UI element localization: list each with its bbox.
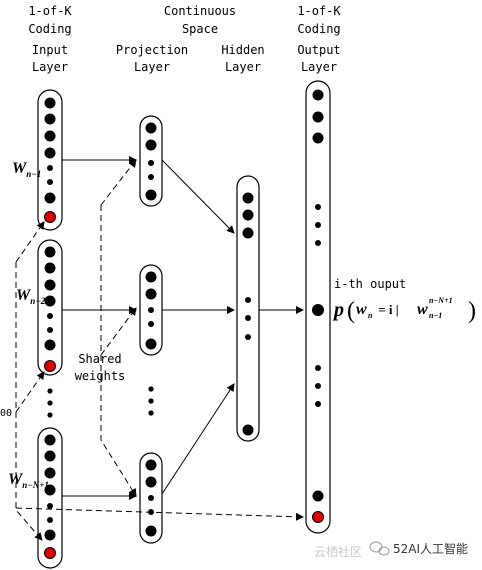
projection-header-line1: Projection — [116, 43, 188, 57]
badge-text: 52AI人工智能 — [393, 541, 468, 556]
hidden-header-line1: Hidden — [221, 43, 264, 57]
shared-weight-path-middle — [100, 307, 137, 356]
w-label-2-main: W — [16, 287, 32, 304]
input-header-line1: 1-of-K — [28, 4, 72, 18]
input-group-3-units — [44, 434, 56, 541]
shared-weights-label: Shared weights — [75, 352, 126, 383]
output-header-line1: 1-of-K — [297, 4, 341, 18]
connection-projection3-hidden — [161, 383, 235, 495]
projection-group-1-units — [145, 122, 157, 201]
shared-weights-line1: Shared — [78, 352, 121, 366]
shared-weight-path-main — [100, 205, 137, 497]
shared-weight-dashed-paths — [15, 159, 304, 541]
output-header-line3: Output — [297, 43, 340, 57]
connection-projection1-hidden — [161, 159, 235, 234]
wechat-icon — [369, 541, 390, 556]
projection-group-2-units — [145, 271, 157, 350]
projection-layer-header: Projection Layer — [116, 43, 188, 74]
hidden-layer-capsule — [236, 175, 260, 442]
shared-weights-line2: weights — [75, 369, 126, 383]
input-ellipsis — [47, 388, 53, 418]
output-header-line2: Coding — [297, 22, 340, 36]
watermark-text: 云栖社区 — [314, 544, 362, 559]
ith-output-label: i-th ouput — [334, 277, 406, 291]
input-group-1-units — [44, 97, 56, 204]
input-dashed-path-upper — [15, 221, 45, 263]
w-label-1: Wn−1 — [12, 160, 41, 179]
w-label-2-sub: n−2 — [30, 296, 45, 306]
formula-open-paren: ( — [347, 298, 355, 324]
input-group-2-highlight-unit — [44, 360, 56, 372]
projection-group-3-units — [145, 459, 157, 537]
hidden-layer-units — [242, 192, 254, 436]
formula-w-sub: n — [368, 311, 373, 320]
input-layer-header: 1-of-K Coding Input Layer — [28, 4, 72, 74]
input-header-line2: Coding — [28, 22, 71, 36]
input-group-3 — [37, 427, 63, 569]
input-header-line3: Input — [32, 43, 68, 57]
formula-w-context: w — [417, 301, 428, 318]
shared-weight-path-top — [100, 159, 137, 206]
output-layer-units — [312, 89, 324, 502]
layer-capsules — [37, 80, 331, 569]
output-layer-header: 1-of-K Coding Output Layer — [297, 4, 341, 74]
input-header-line4: Layer — [32, 60, 68, 74]
output-highlight-unit — [312, 511, 324, 523]
output-layer-capsule — [305, 80, 331, 534]
formula-subscript: n−1 — [429, 311, 442, 320]
w-label-3-main: W — [8, 471, 24, 488]
projection-header-line2: Layer — [134, 60, 170, 74]
input-group-2 — [37, 239, 63, 376]
left-edge-label: 00 — [0, 408, 12, 419]
formula-close-paren: ) — [468, 298, 476, 324]
dashed-path-to-output — [15, 507, 304, 521]
formula-w: w — [356, 301, 367, 318]
formula-superscript: n−N+1 — [429, 296, 453, 305]
input-group-2-units — [44, 246, 56, 351]
input-word-labels: Wn−1 Wn−2 Wn−N+1 — [8, 160, 49, 490]
w-label-1-main: W — [12, 160, 28, 177]
input-to-projection-connections — [62, 156, 137, 500]
w-label-3-sub: n−N+1 — [22, 480, 49, 490]
output-probability-formula: p ( w n = i | w n−N+1 n−1 ) — [332, 296, 476, 324]
projection-to-hidden-connections — [161, 159, 304, 495]
projection-group-3 — [139, 452, 163, 544]
formula-equals-i: = i | — [375, 302, 402, 317]
w-label-3: Wn−N+1 — [8, 471, 49, 490]
input-group-3-highlight-unit — [44, 547, 56, 559]
projection-group-1 — [139, 115, 163, 207]
formula-p: p — [332, 299, 344, 321]
hidden-layer-header: Hidden Layer — [221, 43, 264, 74]
input-dashed-path-left — [15, 262, 43, 541]
continuous-header-line1: Continuous — [164, 4, 236, 18]
continuous-space-header: Continuous Space — [164, 4, 236, 36]
input-group-1 — [37, 89, 63, 231]
w-label-2: Wn−2 — [16, 287, 46, 306]
input-dashed-path-lower — [15, 371, 45, 413]
w-label-1-sub: n−1 — [26, 169, 41, 179]
projection-ellipsis — [148, 386, 154, 416]
continuous-header-line2: Space — [182, 22, 218, 36]
hidden-header-line2: Layer — [225, 60, 261, 74]
output-header-line4: Layer — [301, 60, 337, 74]
input-group-1-highlight-unit — [44, 211, 56, 223]
